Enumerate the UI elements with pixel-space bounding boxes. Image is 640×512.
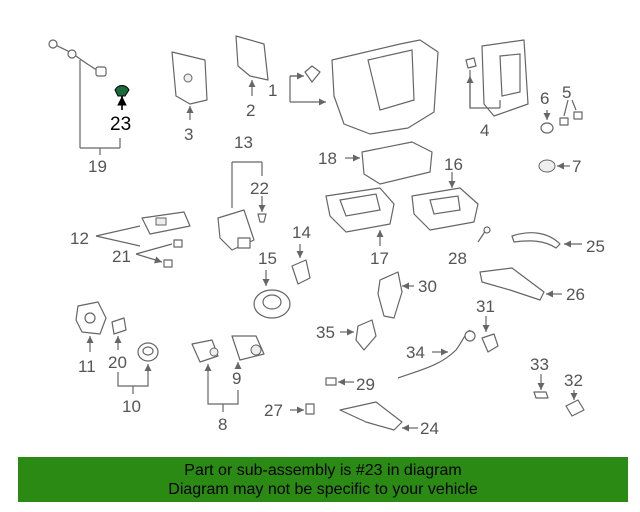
label-29: 29: [356, 375, 375, 394]
part-25-trim[interactable]: [511, 232, 582, 249]
label-33: 33: [530, 355, 549, 374]
part-29-clip[interactable]: [325, 377, 354, 386]
banner-line-2: Diagram may not be specific to your vehi…: [168, 481, 478, 498]
info-banner: Part or sub-assembly is #23 in diagram D…: [18, 457, 628, 502]
label-10: 10: [122, 397, 141, 416]
label-32: 32: [564, 371, 583, 390]
part-20-bulb[interactable]: [111, 317, 127, 350]
label-23: 23: [110, 114, 131, 135]
label-19: 19: [88, 157, 107, 176]
part-16-box[interactable]: [411, 172, 479, 231]
banner-line-1: Part or sub-assembly is #23 in diagram: [184, 462, 462, 479]
part-2-panel[interactable]: [235, 35, 269, 96]
label-11: 11: [78, 357, 96, 376]
part-21-clips[interactable]: [135, 239, 183, 267]
label-20: 20: [108, 353, 127, 372]
part-4-bezel[interactable]: [465, 39, 529, 117]
label-12: 12: [70, 229, 89, 248]
label-14: 14: [292, 223, 311, 242]
part-11-bracket[interactable]: [75, 301, 107, 352]
label-6: 6: [540, 89, 549, 108]
part-32-bulb[interactable]: [565, 390, 585, 417]
label-8: 8: [218, 415, 227, 434]
part-30-boot[interactable]: [377, 271, 414, 319]
parts-diagram: 19 23 3 2 1 4 5: [48, 35, 605, 438]
label-18: 18: [318, 149, 337, 168]
label-22: 22: [250, 179, 269, 198]
part-9-socket[interactable]: [231, 335, 265, 370]
label-9: 9: [232, 369, 241, 388]
part-23-clip[interactable]: [114, 85, 130, 111]
label-17: 17: [370, 249, 389, 268]
label-31: 31: [476, 297, 495, 316]
part-22-screw[interactable]: [257, 196, 267, 223]
label-28: 28: [448, 249, 467, 268]
part-35-knob[interactable]: [340, 319, 377, 351]
part-13-module[interactable]: [217, 161, 263, 251]
part-8-socket[interactable]: [191, 339, 219, 380]
label-35: 35: [316, 323, 335, 342]
part-17-bin[interactable]: [325, 187, 395, 246]
label-26: 26: [566, 285, 585, 304]
part-1-console-housing[interactable]: [289, 39, 439, 135]
part-33-clip[interactable]: [533, 374, 549, 399]
part-10-socket[interactable]: [117, 342, 159, 387]
part-5-clips[interactable]: [559, 99, 583, 126]
part-24-cover[interactable]: [339, 401, 418, 432]
part-26-rail[interactable]: [479, 267, 562, 301]
part-28-pin[interactable]: [477, 226, 491, 243]
part-12-switch[interactable]: [95, 211, 191, 247]
part-6-button[interactable]: [540, 110, 554, 134]
label-21: 21: [112, 247, 131, 266]
part-31-bracket[interactable]: [481, 316, 499, 353]
part-34-cable[interactable]: [397, 329, 476, 379]
label-1: 1: [268, 81, 277, 100]
part-3-panel[interactable]: [171, 51, 208, 120]
label-5: 5: [562, 83, 571, 102]
part-15-ring[interactable]: [253, 270, 291, 319]
part-14-lighter[interactable]: [291, 244, 311, 285]
part-18-tray[interactable]: [345, 141, 433, 185]
label-7: 7: [572, 157, 581, 176]
label-30: 30: [418, 277, 437, 296]
label-27: 27: [264, 401, 283, 420]
label-2: 2: [246, 101, 255, 120]
label-24: 24: [420, 419, 439, 438]
part-7-cap[interactable]: [538, 159, 570, 173]
label-15: 15: [258, 249, 277, 268]
part-27-fastener[interactable]: [290, 403, 315, 415]
part-19-harness[interactable]: [48, 39, 121, 149]
label-16: 16: [444, 155, 463, 174]
label-4: 4: [480, 121, 489, 140]
label-3: 3: [184, 125, 193, 144]
label-25: 25: [586, 237, 605, 256]
label-34: 34: [406, 343, 425, 362]
label-13: 13: [234, 133, 253, 152]
